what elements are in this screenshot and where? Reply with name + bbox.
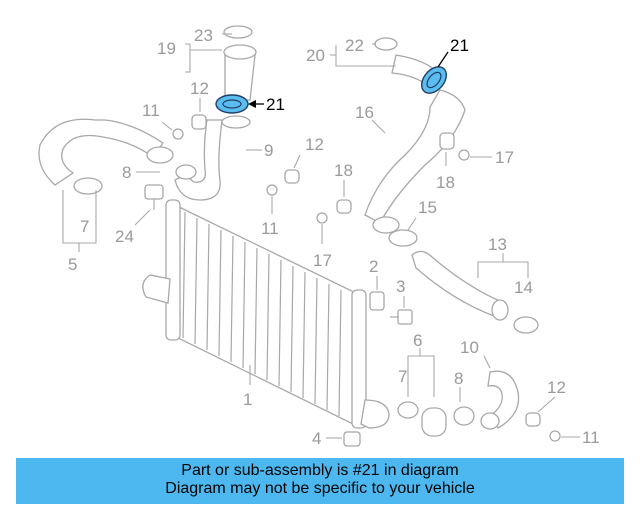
parts-diagram: 1 5 7 8 24 23 19 21 9 12 11 12	[38, 25, 600, 448]
callout-8a: 8	[122, 163, 131, 182]
banner-line-1: Part or sub-assembly is #21 in diagram	[181, 462, 459, 479]
pipe-16	[364, 89, 466, 234]
grommet-12c	[525, 412, 541, 427]
clamp-21-upper	[420, 66, 448, 94]
sensor-24	[144, 184, 164, 210]
grommet-12a	[191, 114, 207, 130]
callout-16: 16	[355, 103, 374, 122]
upper-pipe-9	[174, 44, 257, 201]
intercooler-core	[142, 199, 390, 429]
bracket-2	[369, 291, 385, 311]
callout-13: 13	[488, 235, 507, 254]
callout-11a: 11	[142, 101, 160, 120]
callout-8b: 8	[454, 369, 463, 388]
banner-line-2: Diagram may not be specific to your vehi…	[165, 480, 475, 497]
callout-11c: 11	[582, 428, 600, 447]
info-banner: Part or sub-assembly is #21 in diagram D…	[16, 458, 624, 504]
callout-10: 10	[460, 338, 479, 357]
callout-21-lower: 21	[266, 95, 285, 114]
left-charge-hose	[38, 118, 174, 195]
callout-5: 5	[68, 255, 77, 274]
callout-9: 9	[264, 141, 273, 160]
clamp-8b	[453, 406, 475, 426]
bracket-4	[343, 431, 361, 447]
callout-3: 3	[396, 277, 405, 296]
clamp-23	[223, 25, 253, 39]
callout-12b: 12	[305, 135, 324, 154]
callout-21-upper: 21	[450, 36, 469, 55]
clamp-21-lower	[215, 94, 249, 114]
callout-14: 14	[514, 278, 533, 297]
clamp-15	[388, 229, 418, 247]
callout-11b: 11	[261, 219, 279, 238]
callout-7a: 7	[80, 217, 89, 236]
callout-24: 24	[115, 227, 134, 246]
callout-2: 2	[369, 257, 378, 276]
callout-17b: 17	[313, 251, 332, 270]
hose-6	[421, 407, 447, 437]
callout-12a: 12	[190, 79, 209, 98]
callout-20: 20	[306, 46, 325, 65]
bolt-11a	[172, 128, 184, 140]
clamp-7b	[397, 401, 419, 419]
bolt-11b	[266, 184, 278, 196]
callout-4: 4	[312, 429, 321, 448]
clamp-14	[513, 316, 539, 334]
elbow-10	[480, 370, 520, 430]
callout-17a: 17	[495, 148, 514, 167]
bolt-17a	[458, 149, 470, 161]
hose-13	[411, 250, 509, 321]
callout-22: 22	[345, 36, 364, 55]
callout-6: 6	[413, 331, 422, 350]
callout-12c: 12	[547, 378, 566, 397]
grommet-18b	[336, 199, 352, 214]
callout-15: 15	[418, 198, 437, 217]
bolt-3	[390, 309, 413, 325]
grommet-18a	[439, 132, 455, 150]
callout-19: 19	[157, 39, 176, 58]
callout-1: 1	[243, 390, 252, 409]
grommet-12b	[284, 169, 300, 184]
bolt-11c	[549, 430, 561, 442]
callout-18b: 18	[334, 161, 353, 180]
bolt-17b	[316, 212, 328, 224]
callout-7b: 7	[398, 367, 407, 386]
callout-23: 23	[194, 26, 213, 45]
callout-18a: 18	[436, 173, 455, 192]
